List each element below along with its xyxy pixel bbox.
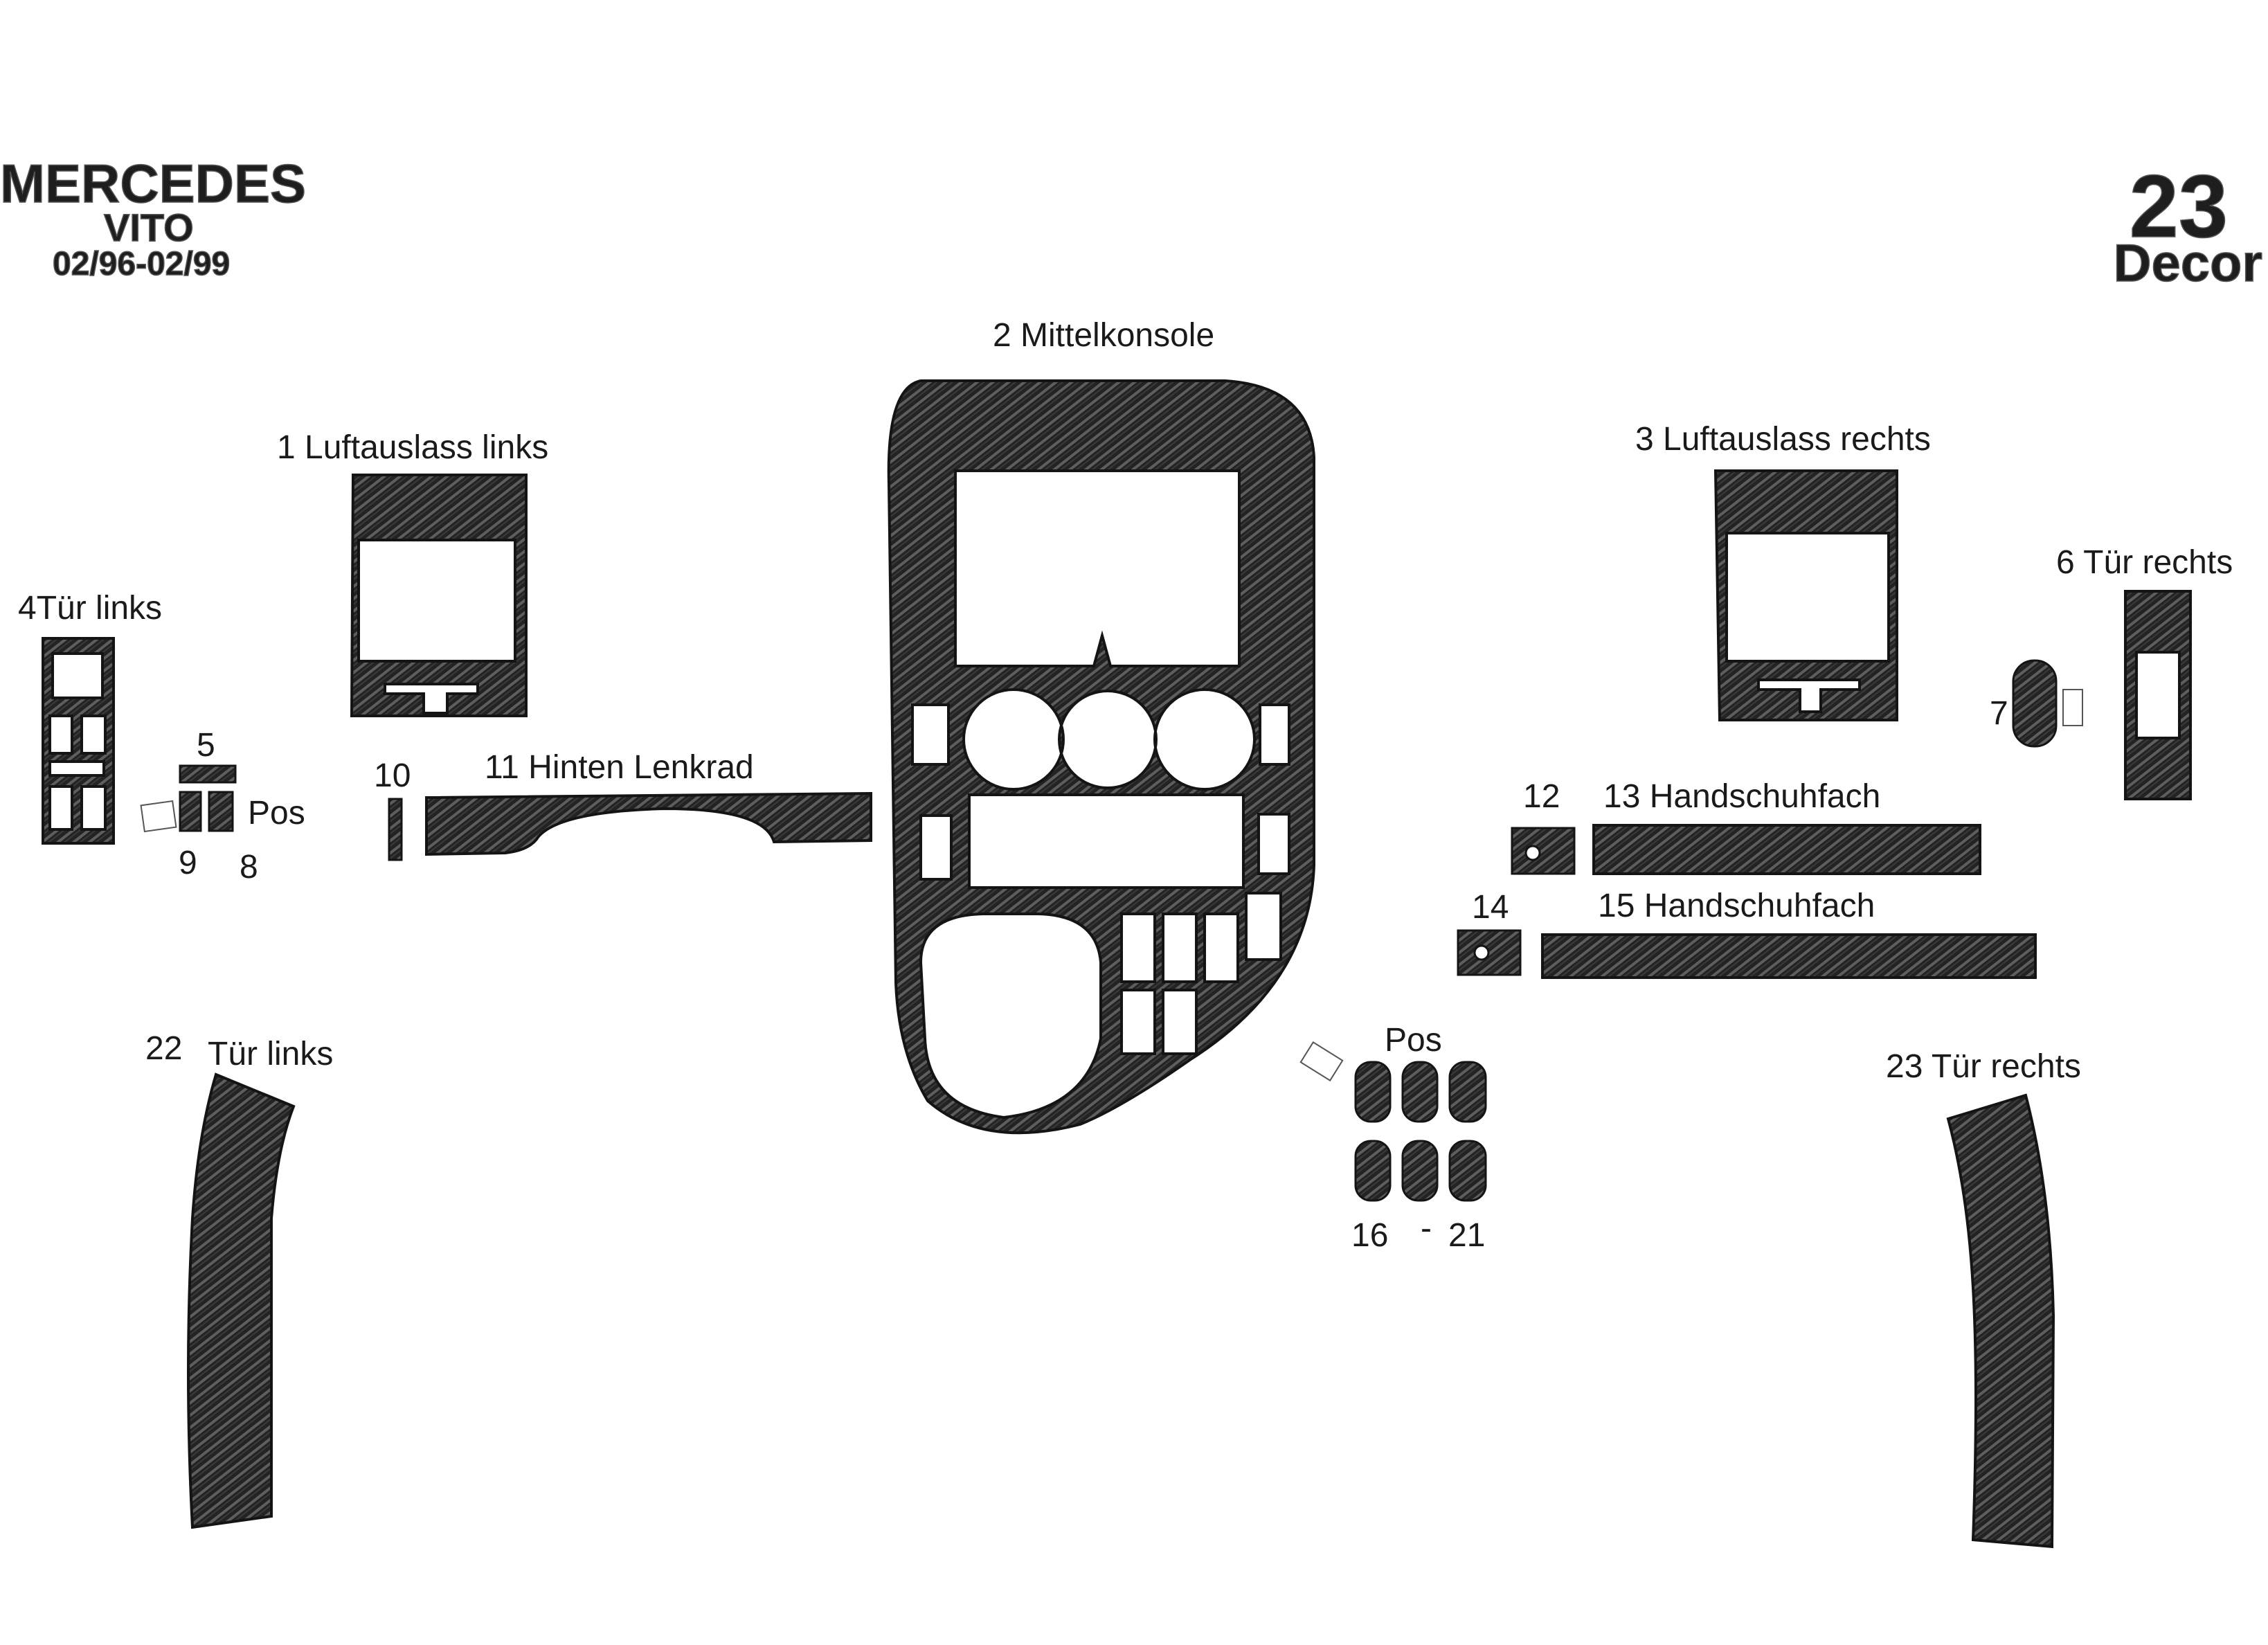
part-1-left-air-vent xyxy=(350,474,528,717)
label-part-2: 2 Mittelkonsole xyxy=(993,317,1214,354)
part-5-strip xyxy=(179,764,237,784)
label-part-21: 21 xyxy=(1448,1217,1485,1254)
part-22-left-door-strip xyxy=(187,1072,296,1529)
decor-count-label: Decor xyxy=(2114,234,2262,293)
labels: 1 Luftauslass links 2 Mittelkonsole 3 Lu… xyxy=(18,317,2233,1254)
part-6-right-door xyxy=(2124,590,2192,800)
label-part-4: 4Tür links xyxy=(18,590,162,627)
position-marker-right xyxy=(1299,1041,1344,1082)
part-2-center-console xyxy=(887,379,1315,1135)
years-range: 02/96-02/99 xyxy=(53,246,230,282)
part-14-square xyxy=(1457,929,1522,976)
part-8-button xyxy=(208,791,234,832)
label-part-11: 11 Hinten Lenkrad xyxy=(485,749,754,786)
label-part-23: 23 Tür rechts xyxy=(1886,1048,2081,1085)
part-3-right-air-vent xyxy=(1713,469,1898,721)
label-part-8: 8 xyxy=(240,849,258,886)
part-9-button xyxy=(179,791,202,832)
part-4-left-door xyxy=(42,637,115,845)
parts-16-21-buttons xyxy=(1354,1061,1487,1202)
label-part-13: 13 Handschuhfach xyxy=(1603,778,1880,815)
part-13-glovebox-strip xyxy=(1592,824,1981,875)
part-12-square xyxy=(1511,827,1576,875)
label-part-10: 10 xyxy=(374,757,411,794)
label-part-22-text: Tür links xyxy=(208,1036,333,1072)
label-pos-left: Pos xyxy=(248,795,305,832)
label-part-16: 16 xyxy=(1351,1217,1388,1254)
decor-count: 23 xyxy=(2130,157,2228,256)
label-part-12: 12 xyxy=(1523,778,1560,815)
label-part-1: 1 Luftauslass links xyxy=(277,429,548,466)
label-part-5: 5 xyxy=(197,727,215,764)
label-part-15: 15 Handschuhfach xyxy=(1598,888,1875,924)
part-10-strip xyxy=(388,798,403,861)
brand-title: MERCEDES xyxy=(0,153,306,214)
position-marker-7 xyxy=(2062,689,2083,726)
part-23-right-door-strip xyxy=(1946,1093,2055,1549)
label-part-3: 3 Luftauslass rechts xyxy=(1635,421,1931,458)
label-part-22-number: 22 xyxy=(145,1030,182,1067)
label-range-dash: - xyxy=(1421,1210,1432,1247)
decor-count-block: 23 Decor xyxy=(2113,156,2263,294)
label-pos-right: Pos xyxy=(1385,1022,1442,1059)
label-part-7: 7 xyxy=(1990,695,2008,732)
position-marker-left xyxy=(140,800,177,833)
model-title: VITO xyxy=(104,206,194,249)
part-11-steering-strip xyxy=(425,791,872,856)
label-part-6: 6 Tür rechts xyxy=(2056,544,2233,581)
brand-block: MERCEDES VITO 02/96-02/99 xyxy=(0,152,307,283)
part-15-glovebox-strip xyxy=(1541,933,2037,979)
part-7-oval xyxy=(2012,659,2058,748)
label-part-9: 9 xyxy=(179,845,197,881)
label-part-14: 14 xyxy=(1472,889,1509,926)
